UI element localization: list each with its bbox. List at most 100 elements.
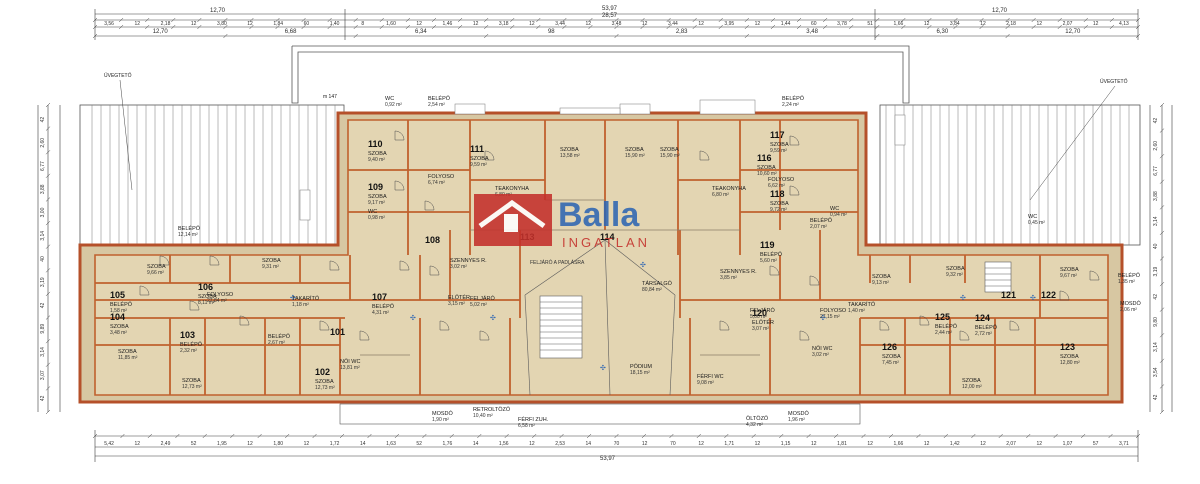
dimension-label: 3,48 — [612, 21, 622, 27]
room-name: SZOBA — [182, 378, 201, 384]
room-name: FOLYOSO — [768, 177, 795, 183]
room-area: 9,40 m² — [368, 157, 385, 163]
room-name: PÓDIUM — [630, 363, 652, 370]
room-name: WC — [830, 206, 839, 212]
interior-walls — [95, 120, 1108, 395]
dimension-label: 1,71 — [724, 441, 734, 447]
room-area: 0,92 m² — [385, 102, 402, 108]
dimension-label: 1,15 — [781, 441, 791, 447]
room-name: RETROLTÖZŐ — [473, 406, 511, 413]
room-area: 15,90 m² — [625, 153, 645, 159]
dimension-label: 1,66 — [894, 441, 904, 447]
dimension-label: 12 — [135, 441, 141, 447]
dimension-label: 52 — [191, 441, 197, 447]
room-name: NŐI WC — [812, 345, 832, 352]
dimension-label: 12 — [642, 21, 648, 27]
room-label: SZENNYES R.3,02 m² — [450, 258, 487, 270]
marker-icon: ✣ — [640, 261, 646, 269]
left-ticks — [45, 102, 51, 415]
dimension-label: 6,77 — [1153, 166, 1159, 176]
room-number: 110 — [368, 139, 383, 149]
room-area: 0,94 m² — [830, 212, 847, 218]
dimension-label: 3,56 — [104, 21, 114, 27]
room-area: 10,40 m² — [473, 413, 493, 419]
dimension-label: 12 — [698, 441, 704, 447]
room-area: 2,54 m² — [428, 102, 445, 108]
room-number: 109 — [368, 182, 383, 192]
room-name: BELÉPŐ — [1118, 272, 1141, 279]
room-area: 9,13 m² — [872, 280, 889, 286]
dimension-label: 12 — [247, 441, 253, 447]
room-name: SZOBA — [625, 147, 644, 153]
leader-left — [119, 79, 133, 191]
marker-icon: ✣ — [490, 314, 496, 322]
bottom-ticks — [92, 433, 1141, 439]
room-name: SZOBA — [1060, 267, 1079, 273]
room-area: 6,74 m² — [428, 180, 445, 186]
room-name: BELÉPŐ — [810, 217, 833, 224]
dimension-label: 14 — [586, 441, 592, 447]
room-name: MOSDÓ — [788, 410, 810, 417]
dimension-label: 12 — [980, 441, 986, 447]
dimension-label: 1,95 — [217, 441, 227, 447]
dimension-label: 12 — [529, 21, 535, 27]
dimension-label: 12 — [924, 21, 930, 27]
room-area: 2,67 m² — [268, 340, 285, 346]
balla-watermark: Balla INGATLAN — [474, 194, 647, 250]
room-area: 13,58 m² — [560, 153, 580, 159]
room-name: SZOBA — [1060, 354, 1079, 360]
room-area: 9,67 m² — [1060, 273, 1077, 279]
room-area: 1,40 m² — [848, 308, 865, 314]
room-area: 2,72 m² — [975, 331, 992, 337]
room-area: 11,85 m² — [118, 355, 138, 361]
room-name: SZOBA — [470, 156, 489, 162]
room-name: WC — [368, 209, 377, 215]
dimension-label: 1,42 — [950, 441, 960, 447]
room-area: 9,72 m² — [770, 207, 787, 213]
dimension-label: 60 — [811, 21, 817, 27]
dimension-label: 98 — [548, 29, 555, 35]
dimension-label: 1,44 — [781, 21, 791, 27]
room-number: 106 — [198, 282, 213, 292]
dimension-label: 3,14 — [1153, 216, 1159, 226]
dimension-label: 14 — [473, 441, 479, 447]
dimension-label: 42 — [40, 117, 46, 123]
room-area: 4,32 m² — [746, 422, 763, 428]
dimension-label: 3,48 — [806, 29, 818, 35]
dimension-label: 1,46 — [443, 21, 453, 27]
room-area: 12,73 m² — [315, 385, 335, 391]
room-number: 123 — [1060, 342, 1075, 352]
room-area: 12,80 m² — [1060, 360, 1080, 366]
room-name: ELŐTÉR — [752, 319, 774, 326]
room-area: 9,66 m² — [147, 270, 164, 276]
dimension-label: 3,00 — [40, 207, 46, 217]
room-name: BELÉPŐ — [180, 341, 203, 348]
dimension-label: 12,70 — [1065, 29, 1081, 35]
room-name: MOSDÓ — [1120, 300, 1142, 307]
dimension-label: 3,78 — [837, 21, 847, 27]
room-area: 1,90 m² — [432, 417, 449, 423]
room-name: TEAKONYHA — [495, 186, 529, 192]
room-number: 116 — [757, 153, 772, 163]
dimension-label: 12 — [811, 441, 817, 447]
room-area: 18,15 m² — [630, 370, 650, 376]
dimension-label: 3,54 — [1153, 367, 1159, 377]
dimension-label: 1,72 — [330, 441, 340, 447]
room-name: FOLYOSO — [820, 308, 847, 314]
